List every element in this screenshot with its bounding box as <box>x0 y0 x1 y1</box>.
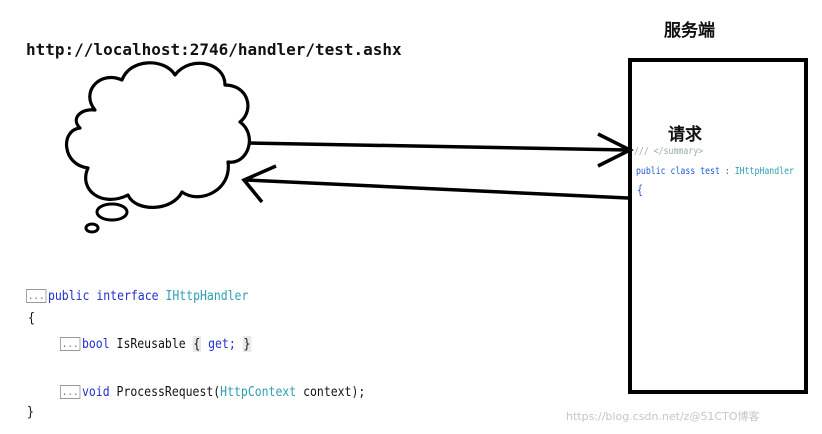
collapse-marker[interactable]: ... <box>60 337 81 351</box>
client-cloud-icon <box>65 61 251 234</box>
server-code-keywords: public class test <box>636 166 720 177</box>
bool-keyword: bool <box>81 336 110 352</box>
request-url: http://localhost:2746/handler/test.ashx <box>26 40 402 59</box>
server-code-summary: /// </summary> <box>634 146 704 157</box>
interface-name: IHttpHandler <box>165 288 249 304</box>
server-box <box>628 58 808 394</box>
code-line-processrequest: ...void ProcessRequest(HttpContext conte… <box>60 384 365 400</box>
request-label: 请求 <box>668 125 702 145</box>
request-arrow <box>249 132 634 168</box>
get-accessor: get; <box>208 336 236 352</box>
context-param: context); <box>296 384 366 400</box>
httpcontext-type: HttpContext <box>220 384 297 400</box>
isreusable-name: IsReusable <box>116 336 186 352</box>
accessor-open-brace: { <box>192 336 202 352</box>
collapse-marker[interactable]: ... <box>60 385 81 399</box>
server-code-type: IHttpHandler <box>734 166 794 177</box>
code-close-brace: } <box>27 404 34 420</box>
server-code-brace: { <box>637 183 643 197</box>
processrequest-name: ProcessRequest( <box>116 384 221 400</box>
void-keyword: void <box>81 384 110 400</box>
server-code-separator: : <box>719 166 735 177</box>
accessor-close-brace: } <box>242 336 252 352</box>
interface-keywords: public interface <box>47 288 159 304</box>
server-code-declaration: public class test : IHttpHandler <box>636 166 794 177</box>
code-open-brace: { <box>28 310 35 326</box>
code-line-interface: ...public interface IHttpHandler <box>26 288 248 304</box>
code-line-isreusable: ...bool IsReusable { get; } <box>60 336 252 352</box>
collapse-marker[interactable]: ... <box>26 289 47 303</box>
server-title: 服务端 <box>664 21 715 41</box>
watermark: https://blog.csdn.net/z@51CTO博客 <box>566 410 760 423</box>
response-arrow <box>241 164 629 204</box>
